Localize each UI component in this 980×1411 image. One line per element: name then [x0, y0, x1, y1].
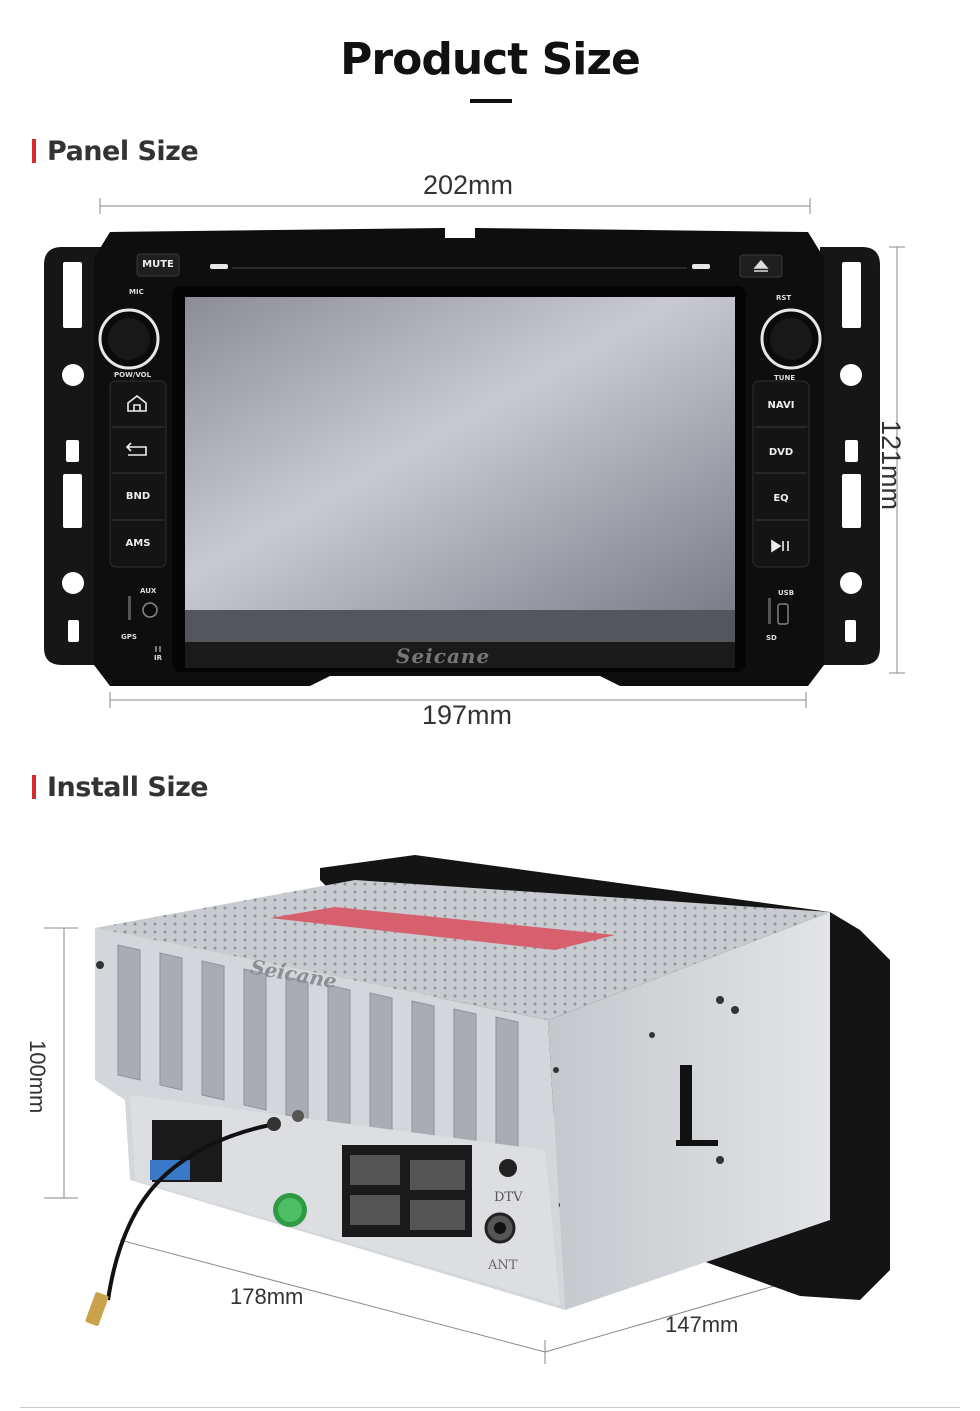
- panel-size-label: Panel Size: [47, 136, 199, 167]
- mute-button: [136, 253, 180, 277]
- home-icon: [127, 394, 147, 412]
- rst-label: RST: [776, 294, 792, 302]
- ams-button-label: AMS: [125, 538, 151, 549]
- back-icon: [125, 442, 147, 456]
- mute-label: MUTE: [142, 259, 174, 270]
- title-underline: [470, 99, 512, 103]
- gps-label: GPS: [121, 633, 137, 641]
- car-stereo-front-panel: [44, 228, 880, 686]
- pow-vol-label: POW/VOL: [114, 371, 152, 379]
- eq-button-label: EQ: [773, 493, 789, 504]
- gps-cable: [106, 1123, 271, 1301]
- eject-icon: [753, 259, 769, 272]
- dtv-label: DTV: [494, 1190, 523, 1205]
- install-depth: 178mm: [230, 1284, 304, 1309]
- bottom-divider: [20, 1407, 960, 1408]
- page-title: Product Size: [340, 34, 641, 85]
- screen: [185, 297, 735, 610]
- ant-label: ANT: [488, 1258, 518, 1273]
- dvd-button-label: DVD: [768, 447, 794, 458]
- panel-size-heading: Panel Size: [32, 136, 199, 167]
- tune-label: TUNE: [774, 374, 796, 382]
- mic-label: MIC: [129, 288, 144, 296]
- dtv-port: [499, 1159, 517, 1177]
- play-pause-icon: [771, 539, 789, 553]
- gps-slot: [128, 596, 131, 620]
- sd-label: SD: [766, 634, 777, 642]
- aux-jack: [142, 602, 158, 618]
- ir-label: IR: [154, 654, 162, 662]
- aux-label: AUX: [140, 587, 157, 595]
- red-sticker: [270, 907, 615, 950]
- usb-label: USB: [778, 589, 795, 597]
- panel-width-bottom: 197mm: [422, 700, 513, 730]
- gps-connector: [85, 1292, 109, 1326]
- bnd-button-label: BND: [125, 491, 151, 502]
- section-marker: [32, 775, 36, 799]
- install-size-heading: Install Size: [32, 772, 209, 803]
- front-brand-logo: Seicane: [396, 644, 491, 668]
- install-width: 147mm: [665, 1312, 739, 1337]
- navi-button-label: NAVI: [767, 400, 795, 411]
- panel-dimension-lines: [99, 198, 905, 708]
- section-marker: [32, 139, 36, 163]
- sd-slot: [768, 598, 771, 624]
- install-size-label: Install Size: [47, 772, 209, 803]
- panel-width-top: 202mm: [423, 170, 514, 200]
- usb-port: [777, 603, 789, 625]
